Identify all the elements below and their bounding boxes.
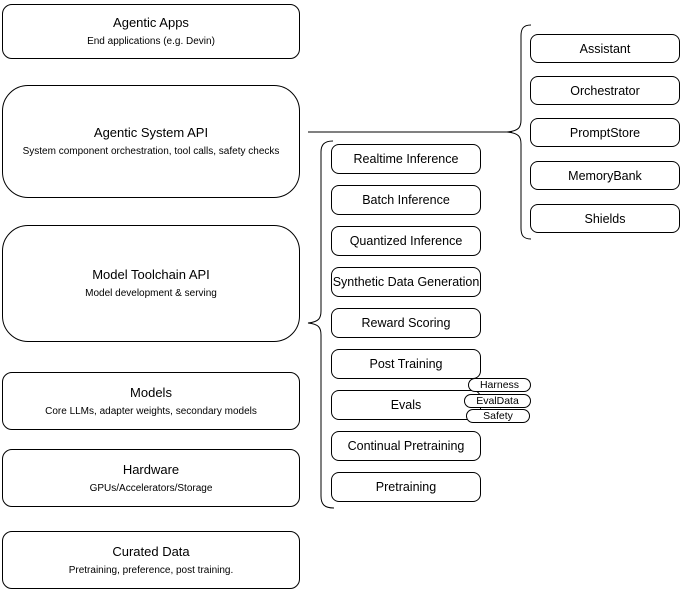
layer-model-toolchain-api: Model Toolchain API Model development & … xyxy=(2,225,300,342)
node-label: Reward Scoring xyxy=(361,316,451,330)
toolchain-item-reward-scoring: Reward Scoring xyxy=(331,308,481,338)
layer-agentic-system-api: Agentic System API System component orch… xyxy=(2,85,300,198)
system-component-assistant: Assistant xyxy=(530,34,680,63)
layer-subtitle: End applications (e.g. Devin) xyxy=(87,36,215,47)
node-label: Continual Pretraining xyxy=(347,439,465,453)
system-component-promptstore: PromptStore xyxy=(530,118,680,147)
toolchain-item-synthetic-data-generation: Synthetic Data Generation xyxy=(331,267,481,297)
system-component-memorybank: MemoryBank xyxy=(530,161,680,190)
layer-subtitle: Core LLMs, adapter weights, secondary mo… xyxy=(45,405,257,417)
eval-tag-harness: Harness xyxy=(468,378,531,392)
node-label: Quantized Inference xyxy=(349,234,463,248)
layer-title: Agentic Apps xyxy=(113,15,189,30)
toolchain-item-realtime-inference: Realtime Inference xyxy=(331,144,481,174)
eval-tag-evaldata: EvalData xyxy=(464,394,531,408)
layer-title: Curated Data xyxy=(112,543,190,559)
pill-label: EvalData xyxy=(476,394,519,407)
pill-label: Harness xyxy=(479,378,520,391)
layer-subtitle: System component orchestration, tool cal… xyxy=(22,146,280,157)
layer-title: Models xyxy=(130,384,172,400)
toolchain-item-evals: Evals xyxy=(331,390,481,420)
layer-subtitle: Model development & serving xyxy=(85,288,217,299)
layer-subtitle: GPUs/Accelerators/Storage xyxy=(89,482,213,494)
node-label: Synthetic Data Generation xyxy=(332,275,480,289)
system-component-orchestrator: Orchestrator xyxy=(530,76,680,105)
node-label: Pretraining xyxy=(375,480,437,494)
toolchain-brace xyxy=(307,140,335,509)
node-label: Post Training xyxy=(369,357,443,371)
layer-hardware: Hardware GPUs/Accelerators/Storage xyxy=(2,449,300,507)
layer-agentic-apps: Agentic Apps End applications (e.g. Devi… xyxy=(2,4,300,59)
layer-models: Models Core LLMs, adapter weights, secon… xyxy=(2,372,300,430)
system-components-brace xyxy=(506,24,532,240)
layer-title: Model Toolchain API xyxy=(92,267,210,282)
node-label: Realtime Inference xyxy=(353,152,459,166)
layer-subtitle: Pretraining, preference, post training. xyxy=(68,564,234,576)
toolchain-item-quantized-inference: Quantized Inference xyxy=(331,226,481,256)
toolchain-item-pretraining: Pretraining xyxy=(331,472,481,502)
pill-label: Safety xyxy=(483,409,513,422)
toolchain-item-batch-inference: Batch Inference xyxy=(331,185,481,215)
node-label: Evals xyxy=(390,398,422,412)
system-component-shields: Shields xyxy=(530,204,680,233)
layer-title: Hardware xyxy=(122,461,180,477)
node-label: Batch Inference xyxy=(362,193,450,207)
node-label: Orchestrator xyxy=(570,83,640,98)
node-label: Shields xyxy=(584,211,626,226)
toolchain-item-post-training: Post Training xyxy=(331,349,481,379)
node-label: PromptStore xyxy=(569,125,641,140)
node-label: MemoryBank xyxy=(568,168,642,183)
layer-title: Agentic System API xyxy=(93,125,209,140)
node-label: Assistant xyxy=(579,41,631,56)
eval-tag-safety: Safety xyxy=(466,409,530,423)
layer-curated-data: Curated Data Pretraining, preference, po… xyxy=(2,531,300,589)
toolchain-item-continual-pretraining: Continual Pretraining xyxy=(331,431,481,461)
